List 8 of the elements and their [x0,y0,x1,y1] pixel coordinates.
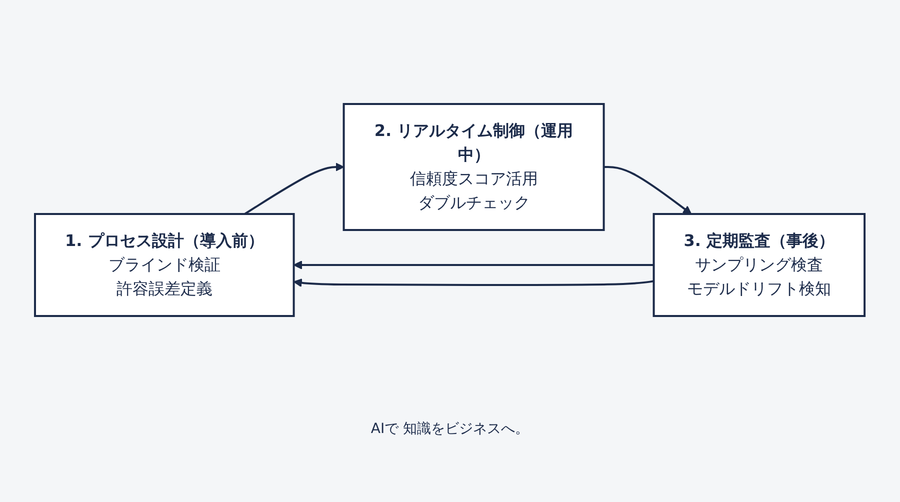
node-box: 3. 定期監査（事後） サンプリング検査 モデルドリフト検知 [653,213,866,317]
node-box: 1. プロセス設計（導入前） ブラインド検証 許容誤差定義 [34,213,295,317]
arrow [294,260,654,270]
arrow [604,166,692,214]
tagline: AIで 知識をビジネスへ。 [370,420,530,438]
arrow [294,278,654,288]
arrow [244,162,344,215]
node-box: 2. リアルタイム制御（運用中） 信頼度スコア活用 ダブルチェック [343,103,605,231]
